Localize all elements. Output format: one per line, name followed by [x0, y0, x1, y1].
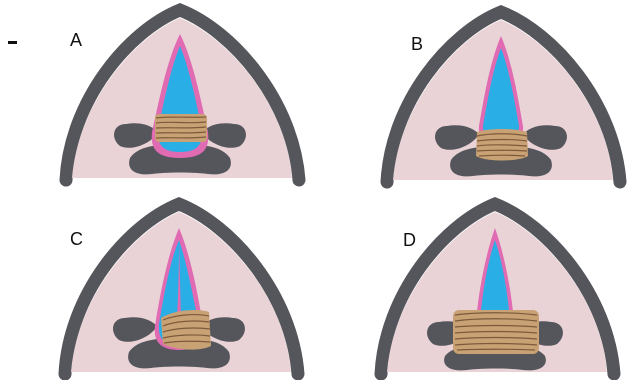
larynx-diagram-c — [57, 200, 307, 380]
larynx-diagram-a — [58, 6, 308, 186]
fibrous-tissue — [476, 129, 528, 161]
larynx-b — [387, 12, 620, 182]
fibrous-tissue — [161, 310, 211, 350]
dash-marker — [8, 41, 17, 44]
larynx-a — [66, 10, 299, 180]
larynx-d — [381, 204, 614, 374]
larynx-diagram-d — [373, 200, 623, 380]
larynx-diagram-b — [379, 8, 629, 188]
fibrous-tissue — [155, 114, 207, 142]
fibrous-tissue — [453, 310, 539, 354]
larynx-c — [65, 204, 298, 374]
